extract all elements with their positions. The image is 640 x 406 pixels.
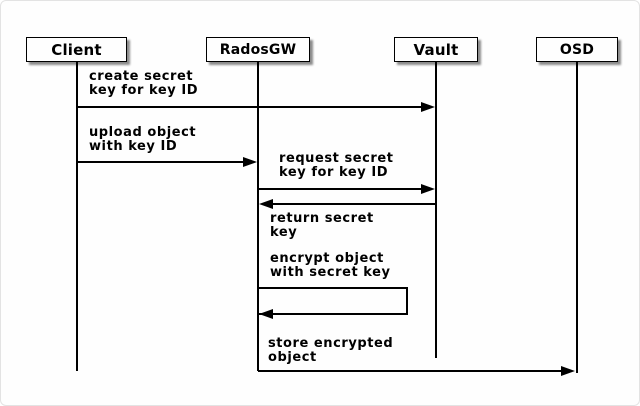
arrowhead-left-icon (259, 198, 273, 209)
participant-radosgw: RadosGW (206, 37, 310, 62)
lifeline-client (76, 62, 78, 371)
message-label-upload-object: upload object with key ID (89, 125, 197, 154)
message-arrow-request-secret-key (258, 188, 429, 190)
message-label-return-secret-key: return secret key (270, 211, 374, 240)
message-arrow-return-secret-key (264, 203, 435, 205)
arrowhead-right-icon (561, 365, 575, 376)
arrowhead-left-icon (259, 308, 273, 319)
self-message-loop (258, 287, 408, 315)
participant-radosgw-label: RadosGW (219, 41, 297, 58)
participant-client: Client (26, 37, 127, 62)
lifeline-vault (435, 62, 437, 358)
lifeline-osd (576, 62, 578, 373)
message-label-request-secret-key: request secret key for key ID (279, 151, 394, 180)
message-arrow-upload-object (77, 161, 251, 163)
message-label-create-secret-key: create secret key for key ID (89, 69, 199, 98)
participant-vault: Vault (394, 37, 478, 62)
message-label-encrypt-object: encrypt object with secret key (270, 251, 391, 280)
participant-osd: OSD (536, 37, 618, 62)
arrowhead-right-icon (421, 183, 435, 194)
lifeline-radosgw (257, 62, 259, 371)
message-label-store-encrypted-object: store encrypted object (268, 336, 394, 365)
participant-vault-label: Vault (413, 40, 459, 59)
arrowhead-right-icon (243, 156, 257, 167)
message-arrow-store-encrypted-object (258, 370, 572, 372)
message-arrow-create-secret-key (77, 106, 429, 108)
participant-client-label: Client (51, 40, 102, 59)
arrowhead-right-icon (421, 101, 435, 112)
participant-osd-label: OSD (559, 41, 595, 58)
